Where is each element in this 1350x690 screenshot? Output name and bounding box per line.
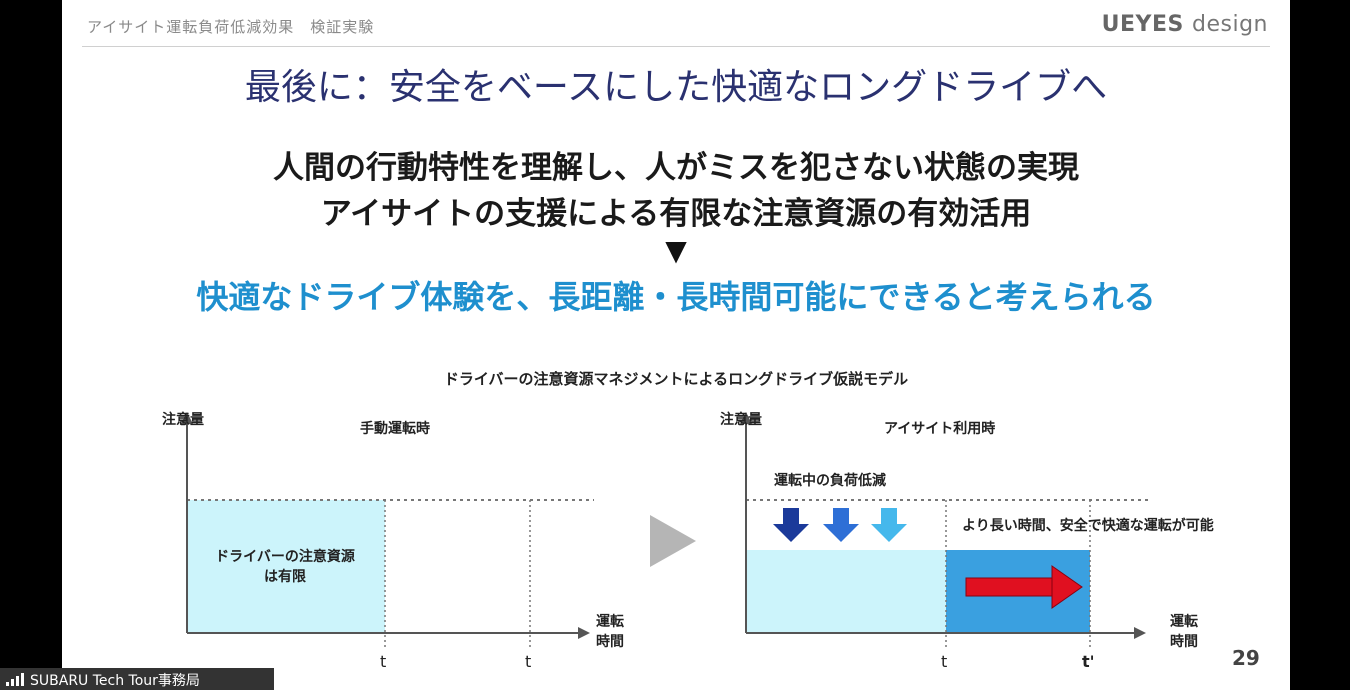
presenter-name-bar: SUBARU Tech Tour事務局	[0, 668, 274, 690]
y-axis-arrow-icon	[181, 412, 193, 424]
model-title: ドライバーの注意資源マネジメントによるロングドライブ仮説モデル	[443, 370, 909, 388]
left-area-label-2: は有限	[264, 569, 306, 585]
y-axis-arrow-icon	[740, 412, 752, 424]
page-number: 29	[1232, 646, 1260, 670]
x-axis-arrow-icon	[578, 627, 590, 639]
left-xlabel-1: 運転	[596, 614, 624, 630]
red-extend-arrow-icon	[965, 565, 1083, 609]
right-xlabel-1: 運転	[1170, 614, 1198, 630]
right-tick-t-prime: t'	[1082, 652, 1095, 671]
header-title: アイサイト運転負荷低減効果 検証実験	[87, 18, 375, 36]
down-arrow-icon	[773, 508, 809, 542]
right-heading: アイサイト利用時	[884, 421, 996, 437]
slide-title: 最後に：安全をベースにした快適なロングドライブへ	[244, 67, 1108, 108]
right-tick-t: t	[941, 652, 948, 671]
manual-driving-diagram	[181, 412, 594, 648]
attention-resource-area	[187, 500, 385, 633]
eyesight-driving-diagram	[740, 412, 1152, 648]
signal-bars-icon	[6, 673, 24, 686]
message-line-1: 人間の行動特性を理解し、人がミスを犯さない状態の実現	[273, 150, 1079, 186]
left-area-label-1: ドライバーの注意資源	[215, 549, 355, 565]
right-ylabel: 注意量	[720, 412, 762, 428]
x-axis-arrow-icon	[1134, 627, 1146, 639]
transition-arrow-icon	[650, 515, 696, 567]
logo-main: UEYES	[1101, 12, 1184, 37]
left-tick-t2: t	[525, 652, 532, 671]
right-xlabel-2: 時間	[1170, 634, 1198, 650]
left-heading: 手動運転時	[360, 421, 430, 437]
message-line-2: アイサイトの支援による有限な注意資源の有効活用	[320, 196, 1032, 232]
load-reduction-label: 運転中の負荷低減	[774, 473, 886, 489]
logo-sub: design	[1192, 12, 1268, 37]
down-arrow-icon	[823, 508, 859, 542]
left-ylabel: 注意量	[162, 412, 204, 428]
presenter-name: SUBARU Tech Tour事務局	[30, 673, 200, 689]
slide: アイサイト運転負荷低減効果 検証実験 UEYES design 最後に：安全をベ…	[62, 0, 1290, 690]
down-triangle-icon: ▼	[665, 234, 687, 267]
conclusion-text: 快適なドライブ体験を、長距離・長時間可能にできると考えられる	[196, 278, 1156, 316]
reduced-attention-area	[746, 550, 946, 633]
left-xlabel-2: 時間	[596, 634, 624, 650]
benefit-label: より長い時間、安全で快適な運転が可能	[962, 518, 1214, 534]
left-tick-t: t	[380, 652, 387, 671]
header-divider	[82, 46, 1270, 47]
down-arrow-icon	[871, 508, 907, 542]
brand-logo: UEYES design	[1102, 12, 1268, 37]
